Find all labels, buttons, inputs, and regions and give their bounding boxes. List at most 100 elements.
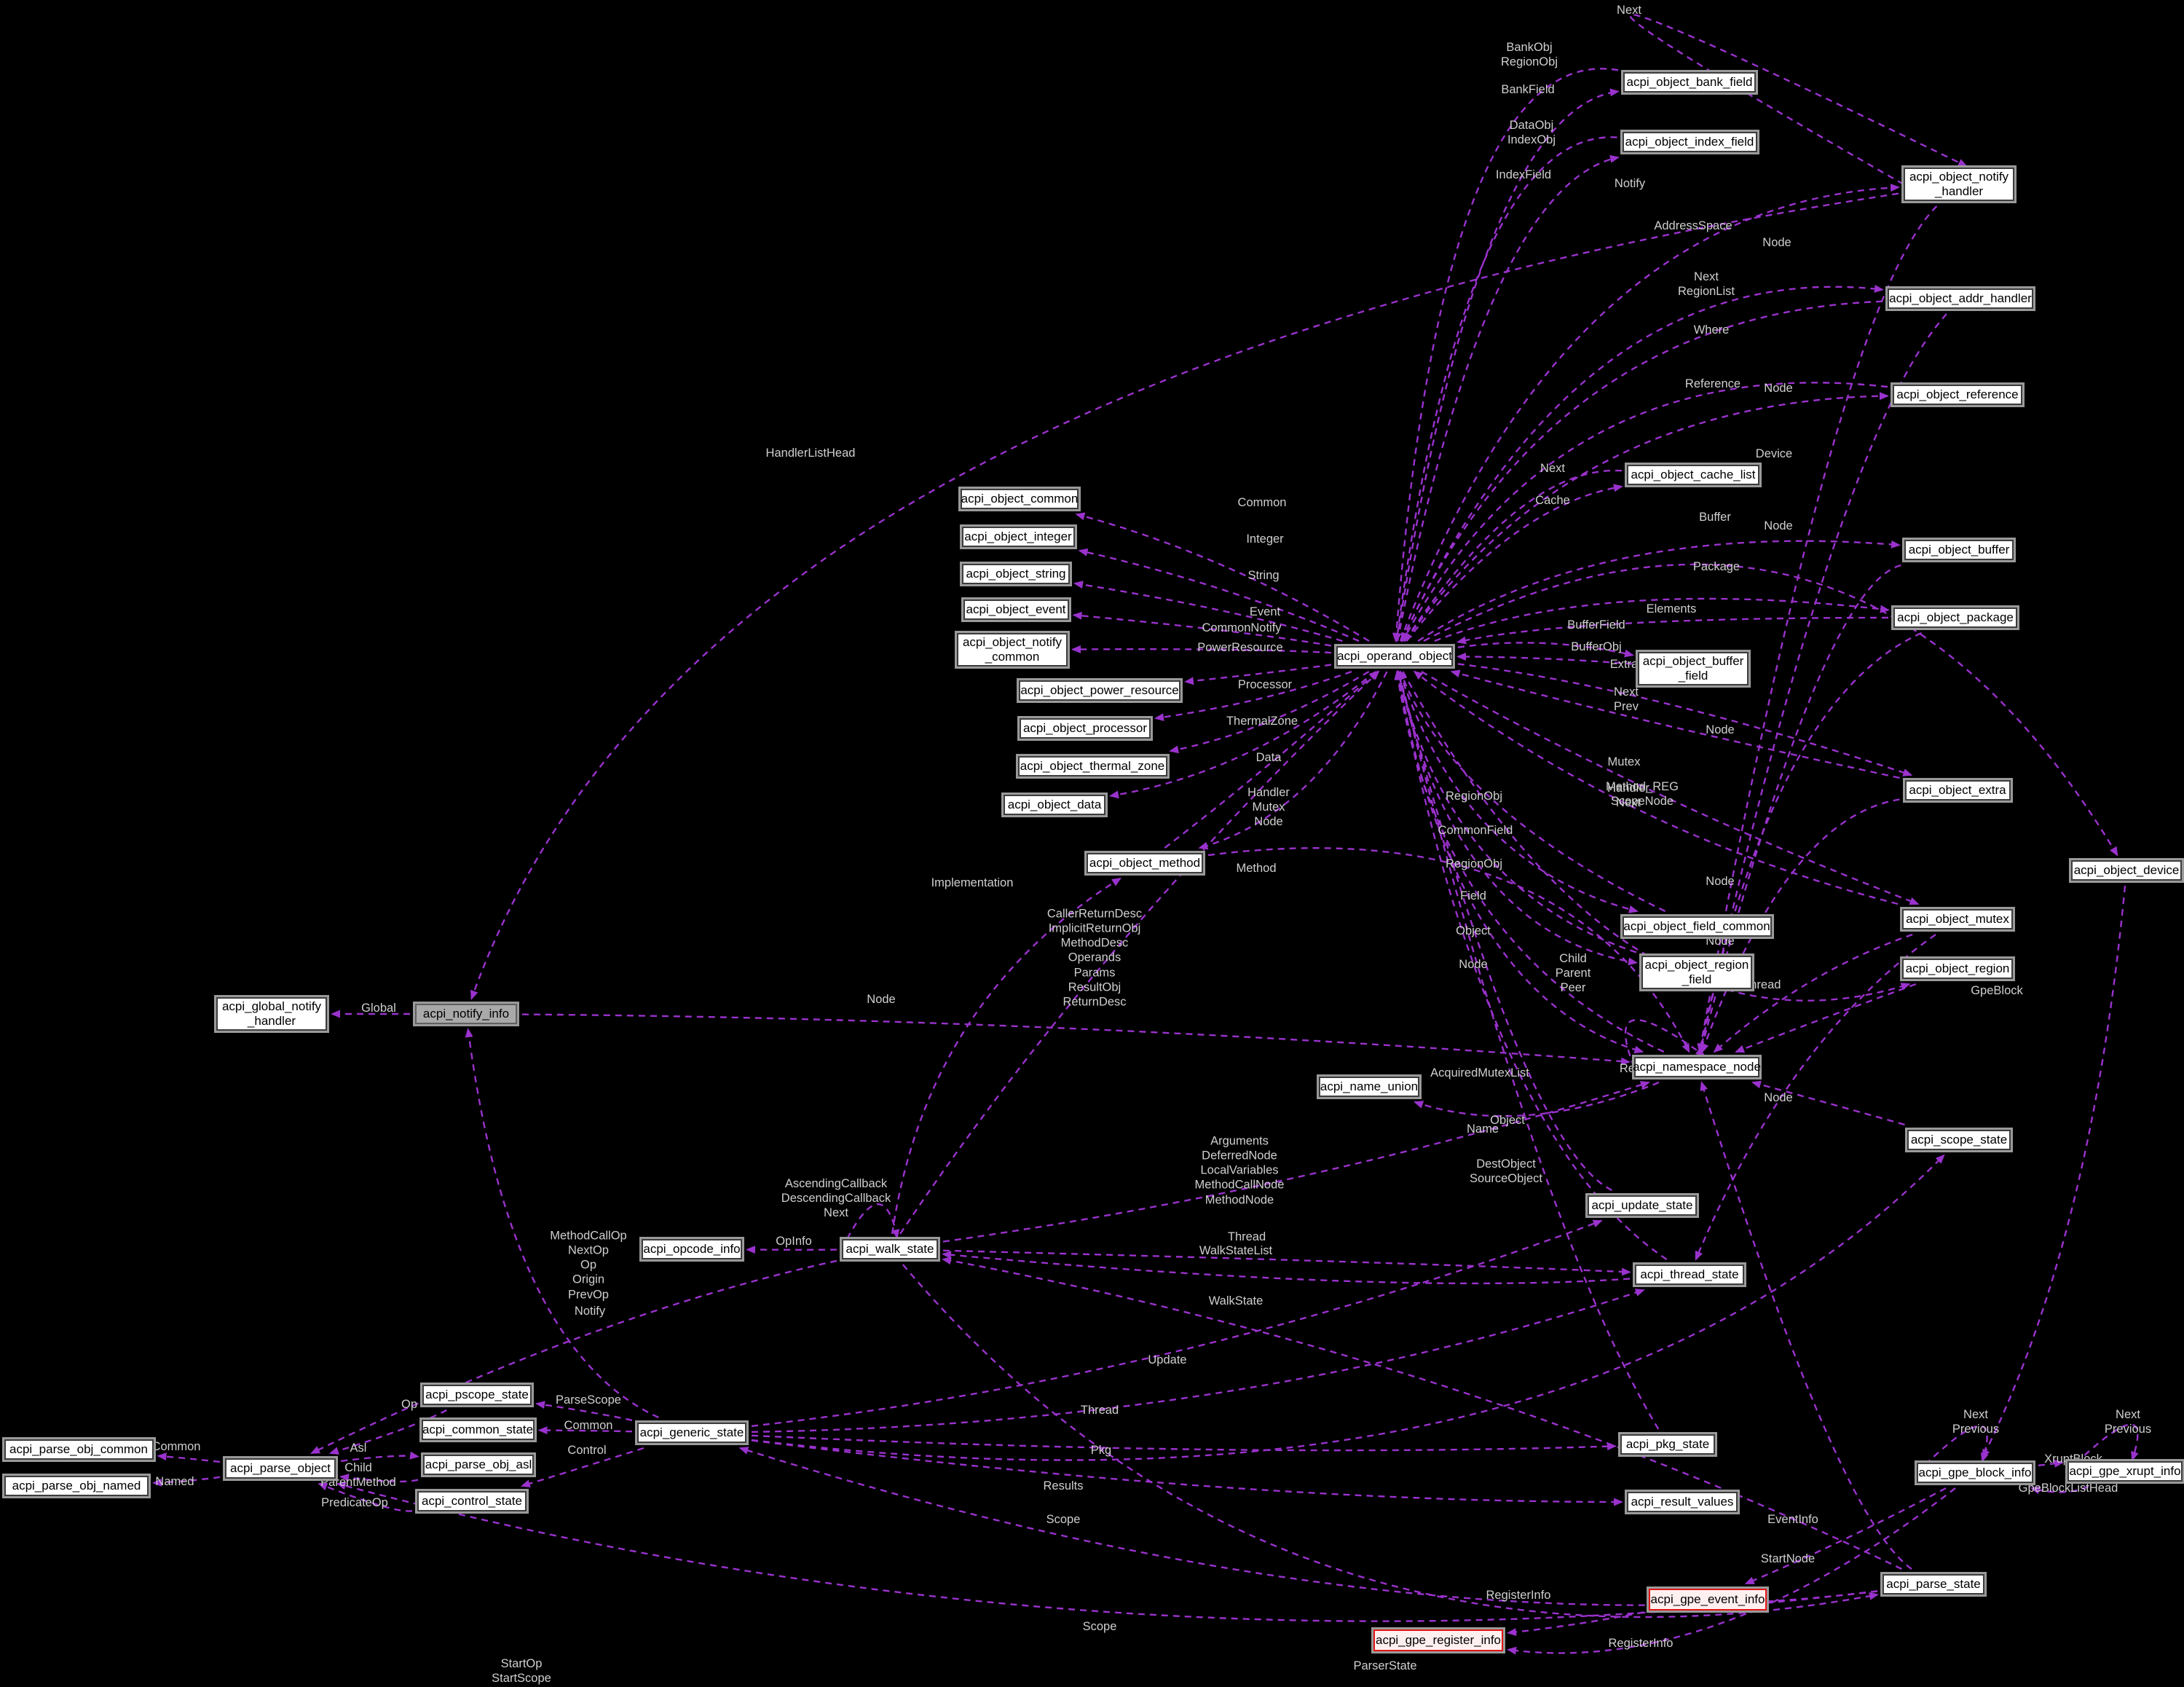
node-acpi_object_method[interactable]: acpi_object_method: [1087, 853, 1203, 873]
node-acpi_generic_state[interactable]: acpi_generic_state: [637, 1423, 746, 1443]
edge-parse_state-walk_state: [942, 1257, 1902, 1570]
node-acpi_parse_obj_common[interactable]: acpi_parse_obj_common: [4, 1439, 154, 1460]
node-acpi_object_integer[interactable]: acpi_object_integer: [961, 527, 1075, 547]
node-acpi_pkg_state[interactable]: acpi_pkg_state: [1620, 1434, 1715, 1455]
edge-obj_extra-namespace: [1701, 798, 1900, 1053]
node-label: acpi_object_package: [1897, 610, 2014, 624]
node-label: acpi_parse_obj_named: [12, 1478, 141, 1493]
edge-walk_state-thread_state: [942, 1249, 1631, 1276]
edge-generic_state-result_values: [751, 1439, 1623, 1506]
node-label: acpi_object_event: [966, 602, 1066, 616]
node-label: acpi_object_data: [1007, 797, 1102, 811]
edge-obj_device-gpe_block: [1982, 885, 2126, 1459]
node-label: acpi_object_method: [1089, 855, 1201, 870]
node-label: acpi_object_common: [961, 491, 1079, 506]
node-acpi_global_notify_handler[interactable]: acpi_global_notify_handler: [216, 997, 327, 1031]
node-acpi_object_mutex[interactable]: acpi_object_mutex: [1902, 909, 2013, 929]
node-acpi_object_buffer_field[interactable]: acpi_object_buffer_field: [1638, 652, 1749, 685]
node-label: acpi_gpe_block_info: [1918, 1465, 2032, 1479]
node-acpi_parse_obj_asl[interactable]: acpi_parse_obj_asl: [423, 1455, 534, 1475]
node-acpi_gpe_xrupt_info[interactable]: acpi_gpe_xrupt_info: [2067, 1461, 2183, 1482]
node-label: acpi_gpe_event_info: [1650, 1592, 1765, 1606]
edge-region_field-operand: [1396, 670, 1637, 953]
node-acpi_object_region_field[interactable]: acpi_object_region_field: [1641, 956, 1752, 989]
node-acpi_parse_obj_named[interactable]: acpi_parse_obj_named: [4, 1476, 149, 1496]
edge-bank_field-operand: [1392, 68, 1619, 642]
edge-operand-obj_common: [1075, 512, 1370, 642]
edge-generic_state-update_state: [751, 1219, 1603, 1427]
edge-operand-obj_method: [1198, 671, 1388, 850]
node-acpi_object_field_common[interactable]: acpi_object_field_common: [1622, 916, 1772, 937]
node-acpi_object_processor[interactable]: acpi_object_processor: [1020, 718, 1151, 739]
node-label: acpi_object_index_field: [1625, 134, 1754, 149]
node-label: _handler: [247, 1014, 296, 1028]
edge-operand-obj_power_resource: [1184, 664, 1332, 685]
edge-operand-obj_data: [1109, 671, 1376, 799]
edge-generic_state-thread_state: [751, 1289, 1645, 1433]
node-acpi_namespace_node[interactable]: acpi_namespace_node: [1633, 1057, 1761, 1077]
edge-walk_state-namespace: [942, 1081, 1650, 1243]
node-label: acpi_object_mutex: [1906, 911, 2009, 926]
node-label: acpi_object_thermal_zone: [1020, 758, 1165, 773]
node-label: acpi_object_region: [1644, 957, 1749, 972]
node-acpi_parse_state[interactable]: acpi_parse_state: [1883, 1574, 1984, 1594]
edge-generic_state-pscope_state: [535, 1401, 633, 1421]
edge-operand-cache_list: [1406, 484, 1623, 642]
node-label: acpi_object_integer: [964, 529, 1072, 543]
node-acpi_object_package[interactable]: acpi_object_package: [1893, 607, 2017, 628]
node-label: acpi_object_notify: [962, 634, 1063, 649]
node-label: acpi_walk_state: [845, 1241, 934, 1256]
node-acpi_object_addr_handler[interactable]: acpi_object_addr_handler: [1888, 288, 2033, 309]
node-acpi_object_data[interactable]: acpi_object_data: [1004, 795, 1105, 815]
node-acpi_thread_state[interactable]: acpi_thread_state: [1635, 1265, 1744, 1285]
node-acpi_object_string[interactable]: acpi_object_string: [962, 564, 1070, 584]
edge-operand-addr_handler: [1400, 284, 1884, 642]
node-label: acpi_object_power_resource: [1020, 683, 1179, 697]
node-acpi_notify_info[interactable]: acpi_notify_info: [415, 1004, 517, 1024]
node-acpi_parse_object[interactable]: acpi_parse_object: [225, 1458, 336, 1479]
node-acpi_object_notify_common[interactable]: acpi_object_notify_common: [957, 633, 1068, 666]
node-acpi_result_values[interactable]: acpi_result_values: [1627, 1492, 1738, 1512]
edge-gpe_block-gpe_block: [1916, 1425, 1989, 1474]
node-acpi_update_state[interactable]: acpi_update_state: [1588, 1195, 1697, 1216]
node-label: acpi_opcode_info: [643, 1241, 741, 1256]
node-acpi_object_reference[interactable]: acpi_object_reference: [1893, 385, 2022, 405]
node-acpi_common_state[interactable]: acpi_common_state: [421, 1420, 535, 1440]
edge-operand-reference: [1404, 392, 1889, 642]
node-acpi_pscope_state[interactable]: acpi_pscope_state: [422, 1385, 532, 1405]
edge-obj_method-operand: [1164, 670, 1379, 849]
node-acpi_scope_state[interactable]: acpi_scope_state: [1907, 1130, 2011, 1150]
node-acpi_name_union[interactable]: acpi_name_union: [1319, 1077, 1419, 1097]
node-label: acpi_object_notify: [1909, 169, 2009, 184]
edge-generic_state-control_state: [520, 1447, 644, 1488]
node-label: acpi_pscope_state: [425, 1387, 529, 1401]
edge-obj_extra-operand: [1450, 669, 1900, 779]
node-acpi_control_state[interactable]: acpi_control_state: [417, 1491, 527, 1511]
edge-operand-namespace: [1396, 671, 1644, 1054]
edge-operand-field_common: [1398, 671, 1639, 913]
edge-gpe_xrupt-gpe_block: [2030, 1485, 2089, 1495]
node-acpi_operand_object[interactable]: acpi_operand_object: [1336, 646, 1453, 666]
node-acpi_walk_state[interactable]: acpi_walk_state: [842, 1239, 938, 1259]
edge-operand-obj_region: [1402, 671, 1911, 1002]
node-acpi_object_power_resource[interactable]: acpi_object_power_resource: [1019, 680, 1180, 701]
node-acpi_opcode_info[interactable]: acpi_opcode_info: [642, 1239, 742, 1259]
node-acpi_object_device[interactable]: acpi_object_device: [2071, 860, 2182, 881]
node-acpi_gpe_register_info[interactable]: acpi_gpe_register_info: [1373, 1629, 1503, 1651]
edge-obj_region-namespace: [1735, 983, 1917, 1053]
node-acpi_object_cache_list[interactable]: acpi_object_cache_list: [1627, 465, 1759, 485]
node-acpi_object_event[interactable]: acpi_object_event: [963, 599, 1069, 620]
node-acpi_object_index_field[interactable]: acpi_object_index_field: [1622, 132, 1757, 152]
node-acpi_object_thermal_zone[interactable]: acpi_object_thermal_zone: [1017, 756, 1167, 776]
node-acpi_gpe_block_info[interactable]: acpi_gpe_block_info: [1917, 1463, 2033, 1483]
node-acpi_object_bank_field[interactable]: acpi_object_bank_field: [1623, 72, 1756, 93]
edge-parse_object-parse_obj_named: [152, 1476, 221, 1487]
node-label: acpi_object_region: [1905, 961, 2010, 975]
node-acpi_object_common[interactable]: acpi_object_common: [961, 489, 1079, 509]
node-acpi_object_extra[interactable]: acpi_object_extra: [1904, 780, 2011, 801]
node-acpi_object_buffer[interactable]: acpi_object_buffer: [1904, 540, 2014, 560]
node-acpi_object_region[interactable]: acpi_object_region: [1902, 959, 2013, 979]
node-acpi_gpe_event_info[interactable]: acpi_gpe_event_info: [1649, 1589, 1767, 1611]
node-label: acpi_generic_state: [639, 1425, 744, 1439]
node-acpi_object_notify_handler[interactable]: acpi_object_notify_handler: [1904, 168, 2014, 201]
